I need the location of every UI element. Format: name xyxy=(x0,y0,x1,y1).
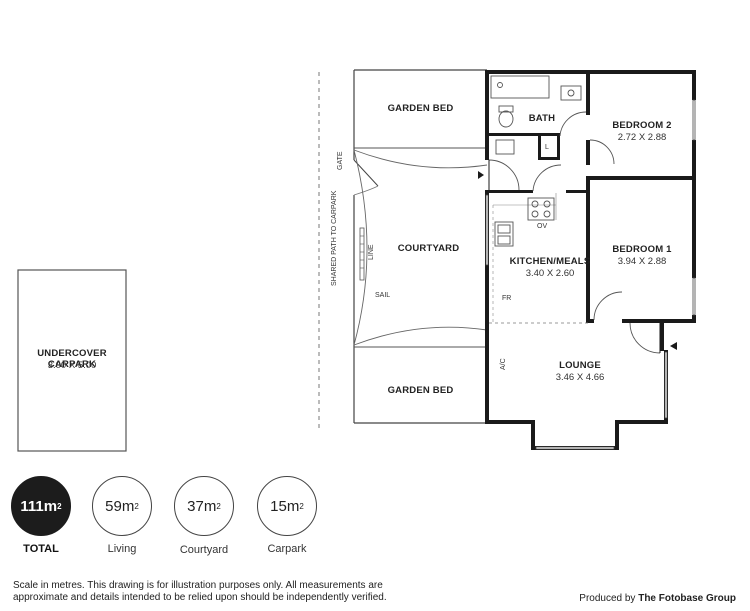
dims-kitchen: 3.40 X 2.60 xyxy=(525,268,575,279)
area-label-courtyard: Courtyard xyxy=(179,544,229,556)
windows xyxy=(485,99,696,450)
dims-bedroom2: 2.72 X 2.88 xyxy=(617,132,667,143)
area-label-living: Living xyxy=(107,543,137,555)
dims-bedroom1: 3.94 X 2.88 xyxy=(617,256,667,267)
carpark-outline xyxy=(17,269,127,452)
label-shared-path: SHARED PATH TO CARPARK xyxy=(331,190,338,286)
dims-lounge: 3.46 X 4.66 xyxy=(555,372,605,383)
label-garden-bed-bottom: GARDEN BED xyxy=(387,385,454,396)
label-bath: BATH xyxy=(528,113,556,124)
area-label-carpark: Carpark xyxy=(267,543,307,555)
label-gate: GATE xyxy=(337,151,344,170)
sail-left xyxy=(353,149,368,346)
label-line: LINE xyxy=(368,244,375,260)
kitchen-sink xyxy=(494,221,514,247)
producer-credit: Produced by The Fotobase Group xyxy=(579,593,736,604)
entry-arrow-front xyxy=(670,342,677,350)
sail-bottom xyxy=(353,326,488,346)
laundry-tub xyxy=(495,139,515,155)
gate-swing xyxy=(353,185,379,196)
dims-carpark: 3.00 X 5.00 xyxy=(47,360,97,371)
label-garden-bed-top: GARDEN BED xyxy=(387,103,454,114)
area-label-total: TOTAL xyxy=(23,543,59,555)
label-lounge: LOUNGE xyxy=(559,360,601,371)
label-aircon: A/C xyxy=(500,358,507,370)
label-bedroom2: BEDROOM 2 xyxy=(612,120,672,131)
sail-top xyxy=(353,149,488,169)
label-laundry: L xyxy=(545,144,549,151)
label-carpark: UNDERCOVER CARPARK xyxy=(37,348,107,370)
entry-arrow-back xyxy=(478,171,484,179)
label-kitchen: KITCHEN/MEALS xyxy=(509,256,591,267)
doors xyxy=(488,111,661,354)
clothesline xyxy=(359,227,365,281)
label-bedroom1: BEDROOM 1 xyxy=(612,244,672,255)
label-sail: SAIL xyxy=(375,292,391,299)
gate-leaf xyxy=(353,159,379,187)
floor-plan xyxy=(17,69,696,452)
label-fridge: FR xyxy=(502,295,512,302)
disclaimer-text: Scale in metres. This drawing is for ill… xyxy=(13,580,387,603)
cooktop xyxy=(527,197,555,221)
producer-name: The Fotobase Group xyxy=(638,593,736,604)
label-oven: OV xyxy=(537,223,548,230)
bath-fixtures xyxy=(490,75,582,128)
label-courtyard: COURTYARD xyxy=(397,243,460,254)
producer-prefix: Produced by xyxy=(579,593,639,604)
